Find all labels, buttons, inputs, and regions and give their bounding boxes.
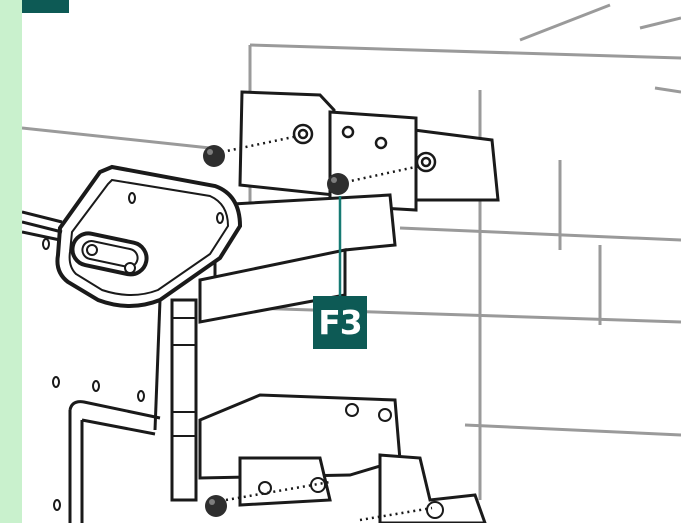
- lower-bracket: [198, 393, 487, 523]
- bracket-mounting-illustration: [22, 3, 681, 523]
- hinge: [170, 298, 198, 502]
- plate-bolt-holes: [292, 123, 437, 173]
- callout-box: [313, 296, 367, 349]
- step-tab: [22, 0, 69, 13]
- speaker-frame: [22, 210, 162, 523]
- diamond-plate: [55, 164, 243, 308]
- upper-wall-plate: [238, 90, 500, 212]
- upper-arm: [198, 193, 397, 324]
- callout-label-f3: F3: [318, 303, 363, 342]
- side-strip: [0, 0, 22, 523]
- bolt-guide-lines: [221, 134, 433, 522]
- frame-holes: [42, 238, 145, 511]
